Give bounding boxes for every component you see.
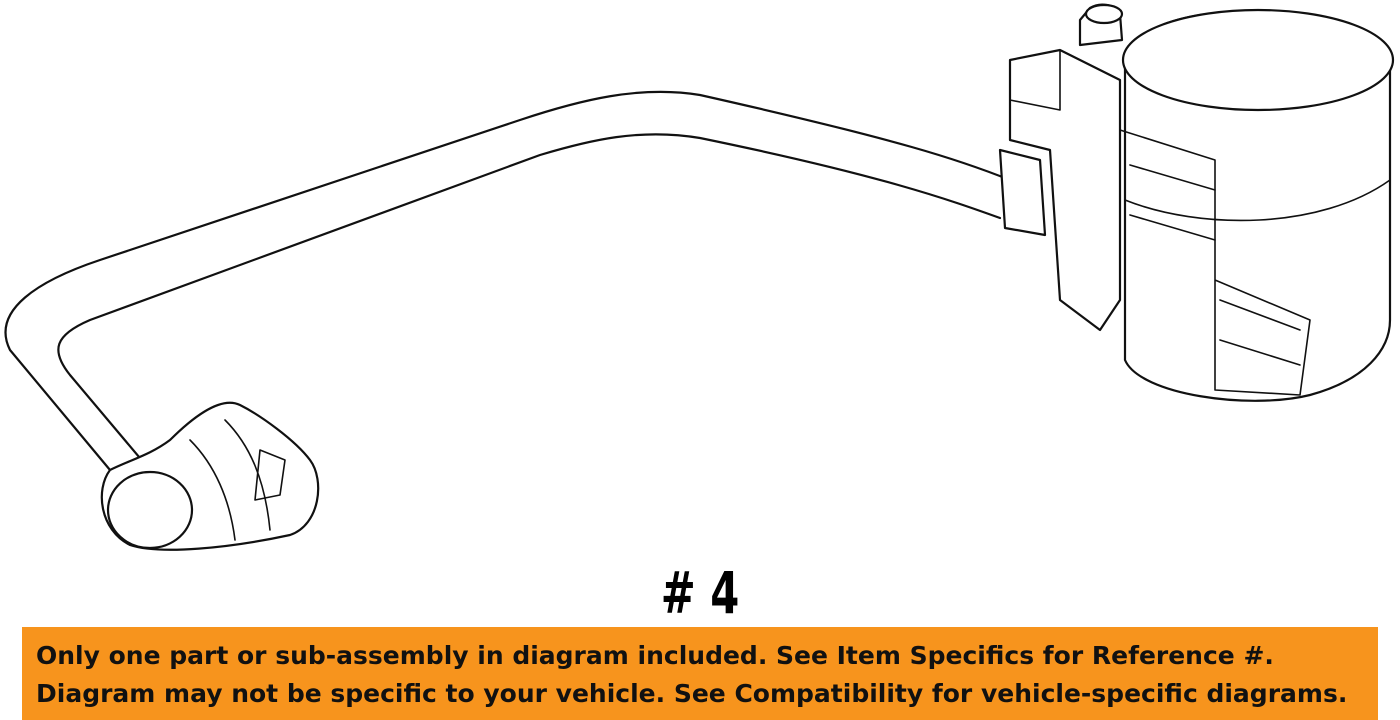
parts-diagram xyxy=(4,3,1395,551)
side-shield-line-1 xyxy=(1129,164,1216,191)
elbow-connector-ridge-2 xyxy=(224,419,271,531)
hose-assembly-drawing xyxy=(4,3,1395,551)
elbow-connector-ridge-1 xyxy=(189,439,236,541)
elbow-connector-end-cap xyxy=(106,470,194,550)
mounting-bracket xyxy=(1008,48,1122,332)
side-shield-line-2 xyxy=(1129,214,1216,241)
notice-line-2: Diagram may not be specific to your vehi… xyxy=(36,679,1348,708)
part-number-label: # 4 xyxy=(660,559,740,627)
notice-line-1: Only one part or sub-assembly in diagram… xyxy=(36,641,1274,670)
hose-sleeve xyxy=(998,148,1047,237)
side-shield-plate xyxy=(1119,129,1311,396)
notice-banner: Only one part or sub-assembly in diagram… xyxy=(22,627,1378,720)
top-nozzle-cap xyxy=(1084,3,1124,25)
canister-band xyxy=(1124,179,1391,222)
side-shield-line-4 xyxy=(1219,339,1301,366)
canister-top-cap xyxy=(1121,8,1395,112)
bracket-tab xyxy=(1009,49,1061,111)
hose-inner-edge xyxy=(57,133,1002,472)
side-shield-line-3 xyxy=(1219,299,1301,331)
hose-outer-edge xyxy=(4,90,1012,472)
elbow-connector-ridge-3 xyxy=(254,449,286,501)
